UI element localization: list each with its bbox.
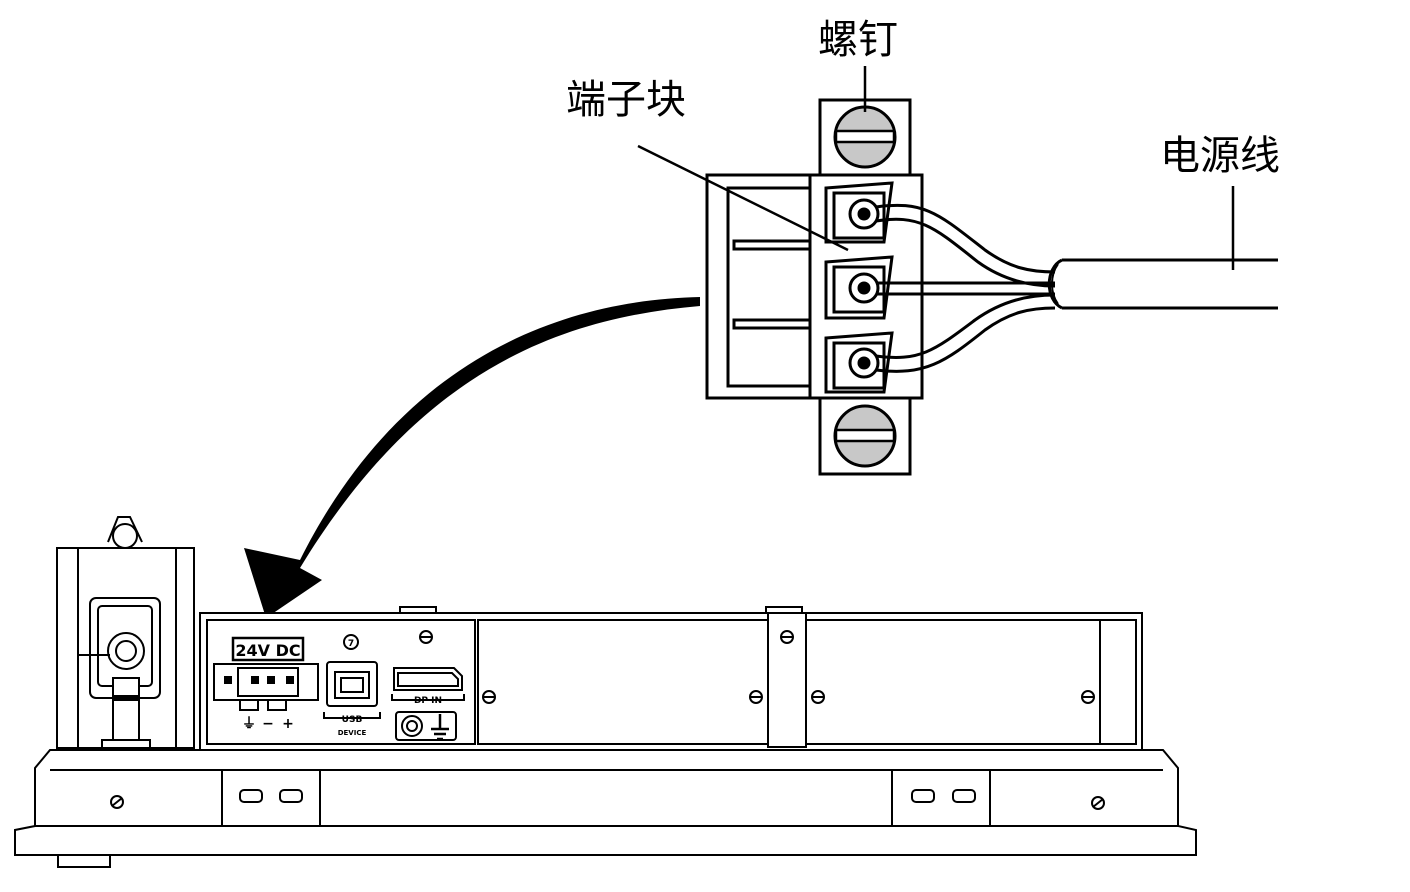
terminal-clamp-1 bbox=[824, 181, 894, 244]
terminal-clamp-3 bbox=[824, 331, 894, 394]
terminal-block-leader bbox=[637, 144, 849, 252]
clamp-screw-icon bbox=[848, 198, 880, 379]
terminal-block-label: 端子块 bbox=[566, 77, 686, 123]
power-cable bbox=[875, 203, 1278, 373]
device-bezel bbox=[14, 749, 1197, 856]
housing-slot bbox=[732, 318, 812, 330]
terminal-block-housing-inner bbox=[726, 186, 810, 388]
polarity-earth: ⏚ bbox=[242, 716, 256, 732]
terminal-block-housing bbox=[705, 173, 810, 400]
power-label: 24V DC bbox=[235, 641, 300, 660]
insert-arrow-icon bbox=[244, 297, 700, 618]
polarity-minus: − bbox=[262, 716, 274, 732]
dp-label: DP IN bbox=[414, 696, 442, 706]
screw-icon bbox=[833, 404, 897, 468]
device-side-view bbox=[14, 516, 1197, 868]
usb-label: USB bbox=[342, 715, 363, 725]
port-number: 7 bbox=[348, 639, 354, 649]
leader-lines bbox=[637, 66, 1235, 270]
panel-screw-icon bbox=[419, 630, 1095, 704]
screw-icon bbox=[833, 105, 897, 169]
housing-slot bbox=[732, 239, 812, 251]
usb-sublabel: DEVICE bbox=[338, 729, 367, 737]
terminal-clamp-2 bbox=[824, 255, 894, 320]
screw-label: 螺钉 bbox=[818, 17, 898, 63]
power-cable-label: 电源线 bbox=[1160, 133, 1280, 179]
polarity-plus: + bbox=[282, 716, 294, 732]
